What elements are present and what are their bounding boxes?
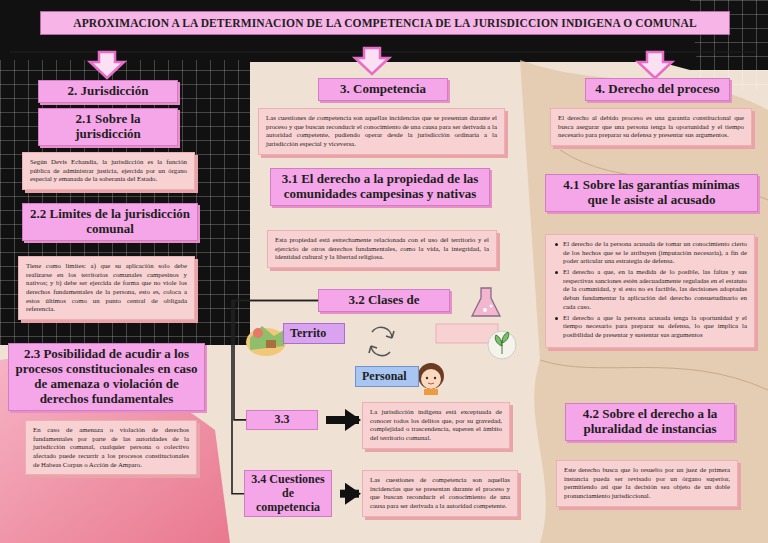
paper-crumple bbox=[520, 60, 768, 543]
class-tag: Personal bbox=[355, 366, 419, 387]
section-header: 4. Derecho del proceso bbox=[585, 78, 730, 101]
title-text: APROXIMACION A LA DETERMINACION DE LA CO… bbox=[49, 17, 721, 29]
heading-text: 4.2 Sobre el derecho a la pluralidad de … bbox=[572, 407, 728, 437]
person-illustration bbox=[418, 363, 444, 395]
body-box: Este derecho busca que lo resuelto por u… bbox=[556, 460, 738, 507]
subsection-header: 2.2 Limites de la jurisdicción comunal bbox=[22, 203, 198, 241]
heading-text: 2.3 Posibilidad de acudir a los procesos… bbox=[15, 347, 198, 407]
territory-illustration bbox=[246, 326, 286, 356]
block-arrow bbox=[326, 416, 359, 424]
body-box: Tiene como limites: a) que su aplicación… bbox=[18, 256, 195, 320]
plant-icon bbox=[488, 331, 516, 359]
subsection-header: 4.1 Sobre las garantías mínimas que le a… bbox=[545, 174, 758, 212]
black-panel bbox=[0, 60, 250, 345]
body-text: El derecho a que la persona acusada teng… bbox=[553, 314, 747, 340]
body-box: Esta propiedad está estrechamente relaci… bbox=[267, 230, 497, 268]
heading-text: 2. Jurisdicción bbox=[45, 84, 171, 99]
body-text: Según Devis Echandía, la jurisdicción es… bbox=[30, 158, 187, 184]
body-box: La jurisdicción indígena está exceptuada… bbox=[362, 402, 510, 449]
subsection-header: 3.2 Clases de bbox=[318, 289, 450, 312]
body-text: Tiene como limites: a) que su aplicación… bbox=[26, 262, 187, 314]
heading-text: 3. Competencia bbox=[325, 82, 441, 97]
down-arrows bbox=[90, 48, 672, 78]
cycle-arrows bbox=[369, 327, 394, 355]
body-text: El derecho al debido proceso es una gara… bbox=[558, 114, 744, 140]
body-box: El derecho al debido proceso es una gara… bbox=[550, 108, 752, 146]
down-arrow bbox=[90, 52, 124, 78]
subsection-header: 3.1 El derecho a la propiedad de las com… bbox=[270, 168, 490, 206]
down-arrow bbox=[638, 52, 672, 78]
body-box: Según Devis Echandía, la jurisdicción es… bbox=[22, 152, 195, 190]
block-arrow bbox=[340, 490, 359, 498]
subsection-header: 4.2 Sobre el derecho a la pluralidad de … bbox=[565, 403, 735, 441]
bracket-connector bbox=[234, 300, 318, 419]
body-text: Las cuestiones de competencia son aquell… bbox=[266, 114, 497, 149]
heading-text: 3.2 Clases de bbox=[325, 293, 443, 308]
body-text: Esta propiedad está estrechamente relaci… bbox=[275, 236, 489, 262]
subsection-header: 3.4 Cuestiones de competencia bbox=[244, 470, 332, 517]
heading-text: 2.1 Sobre la jurisdicción bbox=[45, 112, 171, 142]
subsection-header: 3.3 bbox=[246, 410, 318, 430]
heading-text: 4.1 Sobre las garantías mínimas que le a… bbox=[552, 178, 751, 208]
body-text: El derecho a que, en la medida de lo pos… bbox=[553, 268, 747, 311]
heading-text: 3.1 El derecho a la propiedad de las com… bbox=[277, 172, 483, 202]
bullet-box: El derecho de la persona acusada de toma… bbox=[545, 234, 755, 348]
heading-text: 3.3 bbox=[252, 413, 312, 427]
flask-icon bbox=[472, 288, 500, 316]
body-text: El derecho de la persona acusada de toma… bbox=[553, 240, 747, 266]
heading-text: Territo bbox=[290, 326, 338, 341]
heading-text: 3.4 Cuestiones de competencia bbox=[250, 473, 326, 514]
title-banner: APROXIMACION A LA DETERMINACION DE LA CO… bbox=[40, 11, 730, 35]
heading-text: Personal bbox=[362, 369, 412, 384]
body-box: Las cuestiones de competencia son aquell… bbox=[258, 108, 505, 155]
heading-text: 4. Derecho del proceso bbox=[592, 82, 723, 97]
section-header: 3. Competencia bbox=[318, 78, 448, 101]
body-text: Las cuestiones de competencia son aquell… bbox=[370, 476, 510, 511]
down-arrow bbox=[355, 48, 389, 74]
heading-text: 2.2 Limites de la jurisdicción comunal bbox=[29, 207, 191, 237]
subsection-header: 2.1 Sobre la jurisdicción bbox=[38, 108, 178, 146]
subsection-header: 2.3 Posibilidad de acudir a los procesos… bbox=[8, 343, 205, 411]
body-text: En caso de amenaza o violación de derech… bbox=[33, 426, 189, 469]
body-box: Las cuestiones de competencia son aquell… bbox=[362, 470, 518, 517]
grid-texture bbox=[0, 60, 250, 345]
section-header: 2. Jurisdicción bbox=[38, 80, 178, 103]
paper-crease bbox=[540, 360, 768, 390]
body-text: La jurisdicción indígena está exceptuada… bbox=[370, 408, 502, 443]
body-text: Este derecho busca que lo resuelto por u… bbox=[564, 466, 730, 501]
class-tag: Territo bbox=[283, 323, 345, 344]
body-box: En caso de amenaza o violación de derech… bbox=[25, 420, 197, 475]
